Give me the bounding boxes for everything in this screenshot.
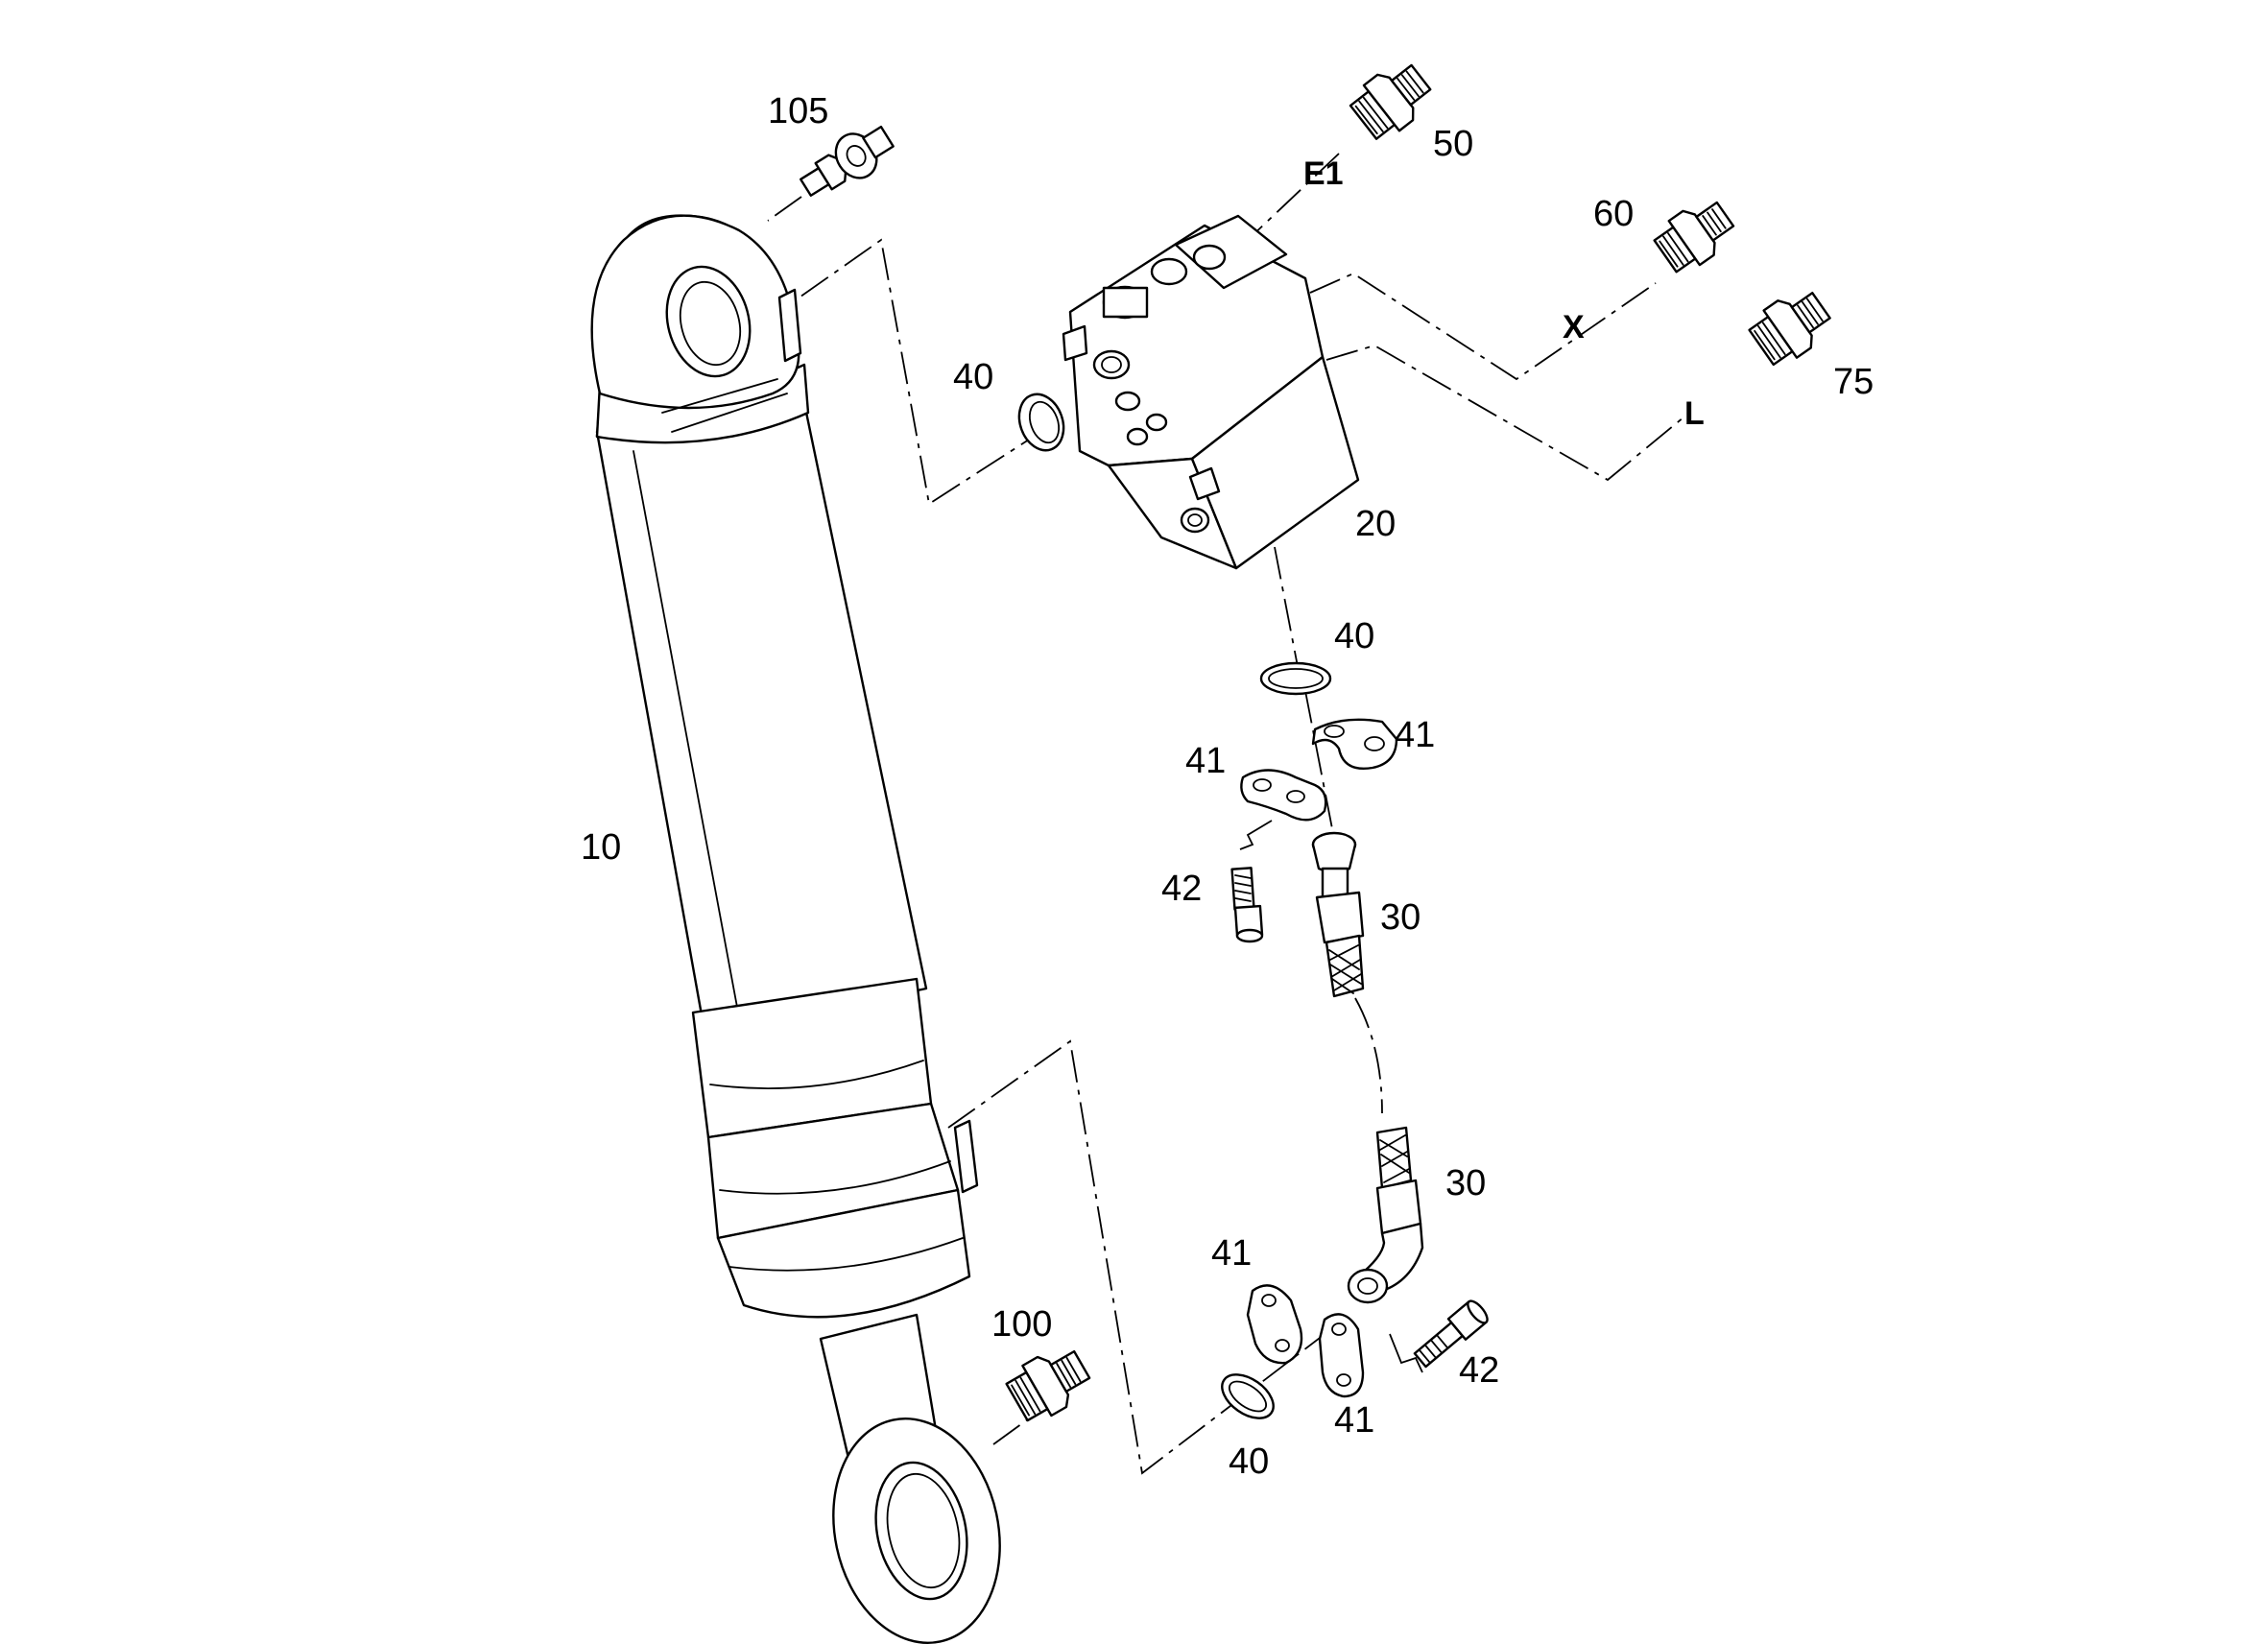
callout-41-lower-left: 41 xyxy=(1211,1233,1252,1274)
o-ring-top xyxy=(1017,393,1065,452)
flange-half-upper-right xyxy=(1311,718,1398,770)
callout-labels: 10 20 30 30 40 40 40 41 41 41 41 42 42 5… xyxy=(581,91,1874,1482)
hydraulic-cylinder xyxy=(590,214,1001,1644)
flange-half-lower-right xyxy=(1318,1313,1365,1398)
callout-42-upper: 42 xyxy=(1161,869,1202,909)
port-label-x: X xyxy=(1563,309,1585,345)
port-label-l: L xyxy=(1684,395,1705,432)
screw-upper xyxy=(1230,867,1264,943)
flange-half-lower-left xyxy=(1246,1284,1303,1365)
callout-40-middle: 40 xyxy=(1334,616,1374,656)
fitting-60 xyxy=(1653,201,1735,274)
callout-100: 100 xyxy=(991,1304,1052,1345)
callout-41-lower-right: 41 xyxy=(1334,1400,1374,1441)
callout-40-top: 40 xyxy=(953,357,993,397)
callout-30-upper: 30 xyxy=(1380,897,1420,938)
fitting-100 xyxy=(1005,1349,1091,1422)
callout-30-lower: 30 xyxy=(1445,1163,1486,1203)
callout-20: 20 xyxy=(1355,504,1396,544)
grease-nipple-105 xyxy=(800,125,895,197)
callout-50: 50 xyxy=(1433,124,1473,164)
callout-41-upper-left: 41 xyxy=(1185,741,1226,781)
callout-105: 105 xyxy=(768,91,828,131)
fitting-75 xyxy=(1748,291,1831,367)
valve-block xyxy=(1062,214,1360,570)
callout-60: 60 xyxy=(1593,194,1634,234)
fitting-50 xyxy=(1349,63,1432,140)
port-label-e1: E1 xyxy=(1303,155,1344,192)
flange-half-upper-left xyxy=(1240,769,1327,822)
hose-lower-end xyxy=(1347,1126,1424,1304)
port-labels: E1 X L xyxy=(1303,155,1705,432)
callout-10: 10 xyxy=(581,827,621,868)
callout-75: 75 xyxy=(1833,362,1874,402)
callout-42-lower: 42 xyxy=(1459,1350,1499,1391)
screw-lower xyxy=(1413,1299,1489,1369)
callout-40-bottom: 40 xyxy=(1229,1441,1269,1482)
o-ring-middle xyxy=(1259,661,1332,696)
o-ring-bottom xyxy=(1221,1373,1275,1419)
callout-41-upper-right: 41 xyxy=(1395,715,1435,755)
hose-upper-end xyxy=(1311,831,1365,998)
